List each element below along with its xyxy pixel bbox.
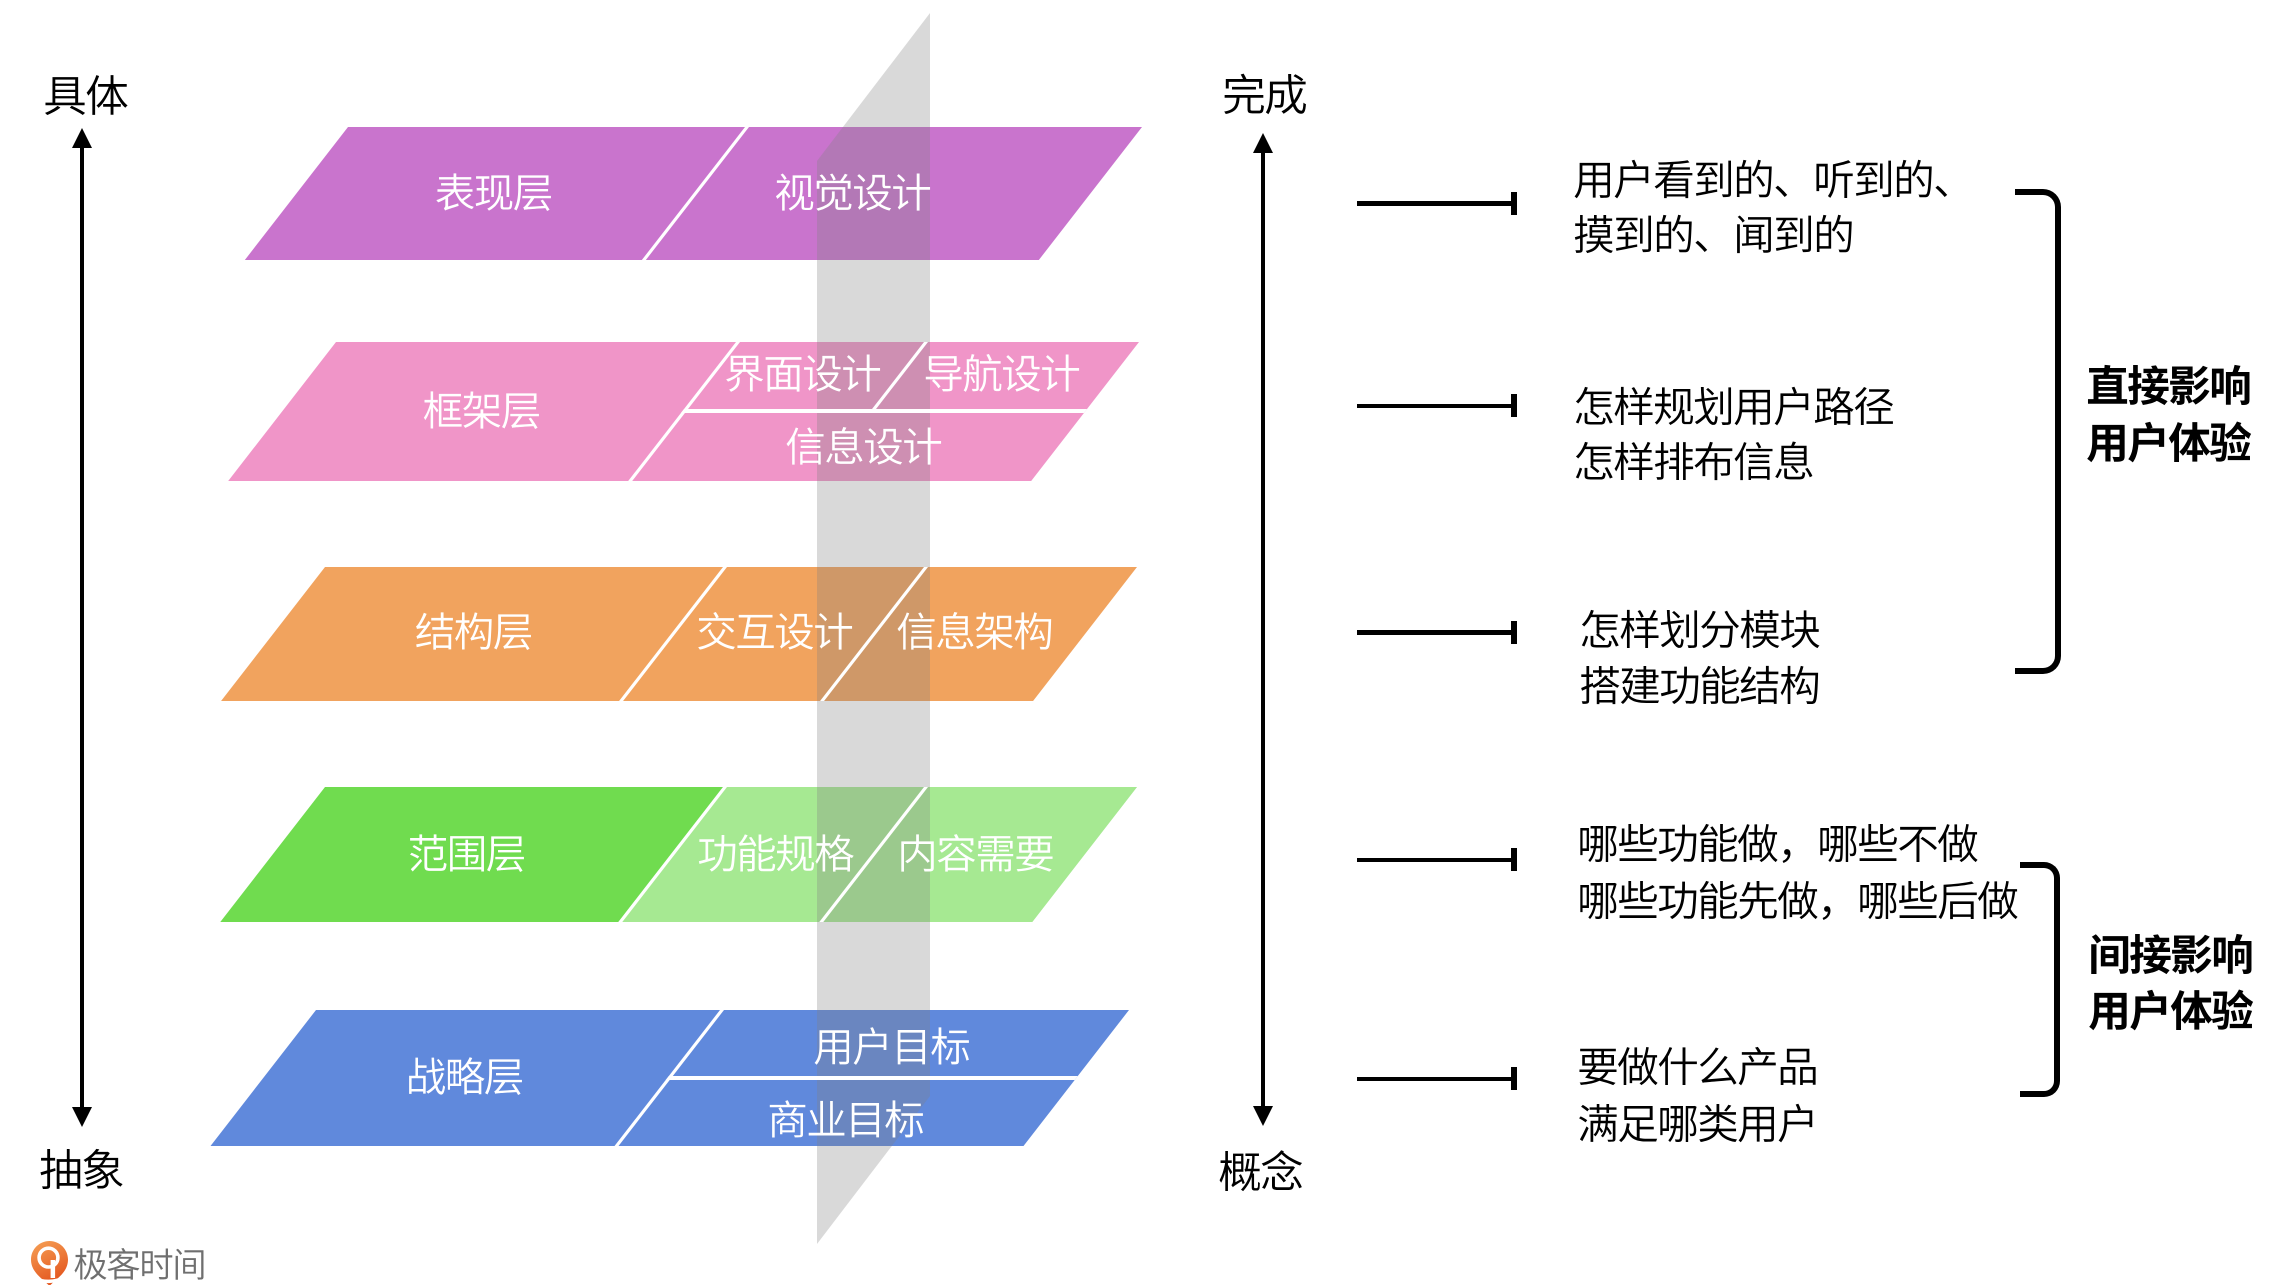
cell-information-architecture	[897, 612, 1053, 651]
axis-center-arrow-up-icon	[1253, 133, 1274, 153]
bracket-direct-label-line-0	[2087, 364, 2251, 406]
annotation-4-line-1	[1578, 1103, 1818, 1143]
bracket-indirect-label-line-1	[2089, 989, 2254, 1031]
connector-endcap-0	[1511, 191, 1517, 215]
annotation-1-line-1	[1574, 441, 1814, 481]
axis-left-bottom-label	[40, 1148, 124, 1190]
annotation-0-line-1	[1574, 214, 1854, 254]
bracket-direct-label-line-1	[2087, 421, 2252, 463]
annotation-0-line-0	[1574, 159, 1974, 199]
connector-line-3	[1357, 848, 1517, 872]
layer-framework-label	[423, 391, 541, 430]
bracket-indirect-impact	[2020, 862, 2060, 1097]
divider-framework-horizontal	[680, 409, 1088, 413]
axis-center-top-label	[1223, 73, 1307, 115]
annotation-3-line-1	[1578, 880, 2018, 920]
layer-structure-label	[416, 612, 533, 651]
logo-text	[74, 1247, 206, 1281]
axis-left-arrow-down-icon	[71, 1107, 92, 1127]
cell-interface-design	[725, 354, 881, 393]
layer-scope-label	[409, 834, 526, 873]
connector-endcap-2	[1511, 620, 1517, 644]
connector-shaft-3	[1357, 857, 1512, 863]
connector-line-0	[1357, 191, 1517, 215]
divider-strategy-horizontal	[665, 1076, 1078, 1080]
logo-stem	[50, 1260, 56, 1278]
annotation-2-line-0	[1580, 609, 1820, 649]
axis-left-arrow-up-icon	[71, 128, 92, 148]
axis-left-top-label	[44, 74, 128, 116]
layer-dividers-0	[245, 127, 1142, 260]
annotation-1-line-0	[1574, 386, 1894, 426]
logo-crescent	[32, 1275, 67, 1284]
connector-shaft-2	[1357, 630, 1512, 635]
annotation-2-line-1	[1580, 665, 1820, 705]
axis-center-shaft	[1260, 151, 1266, 1108]
cell-navigation-design	[924, 353, 1080, 393]
geektime-logo-icon	[31, 1241, 68, 1285]
cell-information-design	[786, 427, 942, 466]
axis-center-bottom-label	[1219, 1150, 1303, 1192]
layer-presentation-label	[436, 173, 553, 212]
annotation-3-line-0	[1578, 823, 1978, 863]
connector-shaft-0	[1357, 201, 1512, 206]
connector-line-2	[1357, 620, 1517, 644]
divider-presentation	[641, 127, 749, 260]
cell-user-goals	[814, 1027, 970, 1066]
cell-content-requirements	[898, 834, 1054, 873]
cell-visual-design	[775, 173, 931, 212]
bracket-direct-impact	[2015, 189, 2061, 674]
cell-business-goals	[768, 1100, 924, 1139]
connector-endcap-3	[1511, 848, 1517, 872]
connector-shaft-1	[1357, 403, 1512, 409]
connector-line-4	[1357, 1067, 1517, 1091]
layer-strategy-label	[407, 1057, 524, 1096]
axis-left-shaft	[79, 146, 84, 1109]
connector-shaft-4	[1357, 1076, 1512, 1082]
cell-functional-spec	[698, 834, 854, 873]
bracket-indirect-label-line-0	[2089, 933, 2253, 975]
connector-line-1	[1357, 394, 1517, 418]
connector-endcap-1	[1511, 394, 1517, 418]
connector-endcap-4	[1511, 1067, 1517, 1091]
layer-dividers-4	[211, 1010, 1129, 1146]
cell-interaction-design	[697, 612, 853, 651]
annotation-4-line-0	[1578, 1046, 1818, 1086]
logo-ring	[37, 1246, 60, 1269]
axis-center-arrow-down-icon	[1253, 1106, 1274, 1126]
